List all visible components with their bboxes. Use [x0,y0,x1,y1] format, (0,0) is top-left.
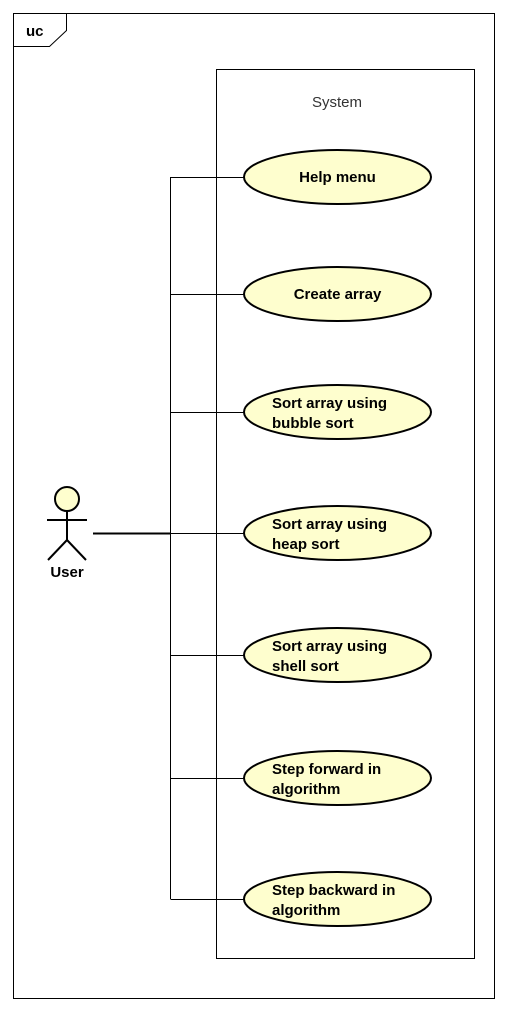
use-case-5: Sort array using shell sort [243,627,432,683]
use-case-label-line-1: Sort array using [272,395,387,412]
use-case-ellipse [243,750,432,806]
use-case-label-line-2: algorithm [272,781,340,798]
use-case-label: Help menu [299,169,376,186]
use-case-label-line-1: Step forward in [272,761,381,778]
user-actor [47,486,87,561]
uc-frame-tab [13,13,67,47]
use-case-label-line-1: Sort array using [272,516,387,533]
use-case-ellipse [243,266,432,322]
use-case-4: Sort array using heap sort [243,505,432,561]
use-case-3: Sort array using bubble sort [243,384,432,440]
use-case-label-line-2: shell sort [272,658,339,675]
uc-frame-label: uc [26,23,44,40]
use-case-ellipse [243,505,432,561]
use-case-label-line-2: algorithm [272,902,340,919]
use-case-7: Step backward in algorithm [243,871,432,927]
actor-right-leg [66,539,87,561]
use-case-ellipse [243,384,432,440]
use-case-label-line-2: heap sort [272,536,340,553]
use-case-label-line-1: Step backward in [272,882,395,899]
actor-label: User [50,564,84,581]
use-case-6: Step forward in algorithm [243,750,432,806]
system-label: System [312,94,362,111]
use-case-1: Help menu [243,149,432,205]
use-case-label: Create array [294,286,382,303]
use-case-ellipse [243,871,432,927]
use-case-label-line-1: Sort array using [272,638,387,655]
use-case-label-line-2: bubble sort [272,415,354,432]
use-case-2: Create array [243,266,432,322]
use-case-ellipse [243,627,432,683]
use-case-ellipse [243,149,432,205]
actor-head [54,486,80,512]
actor-left-leg [47,539,68,561]
